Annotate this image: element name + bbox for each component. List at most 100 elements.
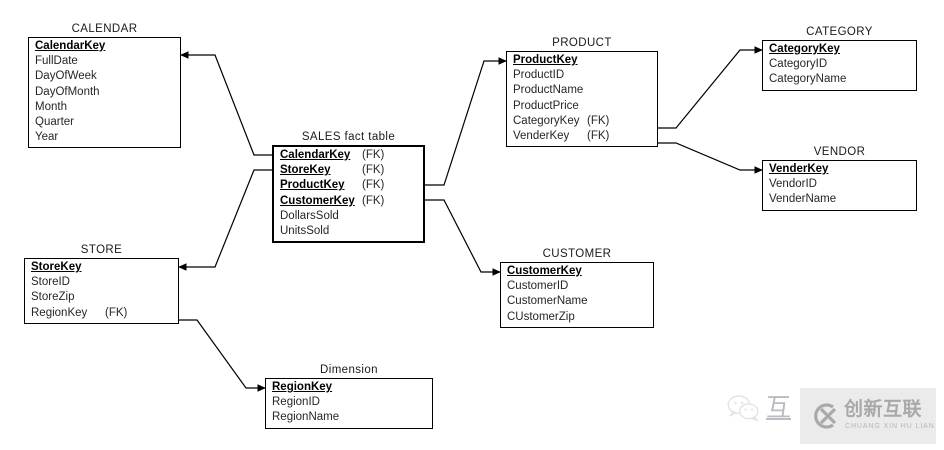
field-row[interactable]: UnitsSold — [274, 224, 423, 239]
field-row[interactable]: RegionKey(FK) — [25, 306, 178, 321]
field-row[interactable]: RegionID — [266, 395, 432, 410]
field-name: VenderName — [769, 193, 837, 206]
field-row[interactable]: VenderKey — [763, 162, 916, 177]
connector-sales-store — [178, 169, 272, 271]
field-row[interactable]: CategoryName — [763, 72, 916, 87]
field-row[interactable]: CategoryID — [763, 57, 916, 72]
field-name: CalendarKey — [35, 40, 106, 52]
field-row[interactable]: CUstomerZip — [501, 310, 653, 325]
field-name: Year — [35, 131, 59, 144]
watermark: 互 创新互联 CHUANG XIN HU LIAN — [726, 388, 936, 444]
field-fk-marker: (FK) — [105, 306, 128, 319]
field-row[interactable]: RegionName — [266, 410, 432, 425]
watermark-brand: 创新互联 — [844, 398, 923, 420]
connector-sales-customer — [425, 199, 501, 276]
entity-title-calendar: CALENDAR — [71, 23, 138, 35]
field-name: StoreKey — [31, 261, 82, 273]
field-fk-marker: (FK) — [362, 164, 385, 177]
watermark-logo: 创新互联 CHUANG XIN HU LIAN — [800, 388, 936, 444]
field-name: StoreKey — [280, 164, 331, 177]
field-name: Quarter — [35, 115, 74, 128]
field-row[interactable]: StoreKey — [25, 260, 178, 275]
entity-title-dimension: Dimension — [320, 364, 378, 376]
watermark-pinyin: CHUANG XIN HU LIAN — [845, 423, 935, 430]
entity-title-store: STORE — [80, 244, 123, 256]
entity-title-category: CATEGORY — [806, 26, 873, 38]
field-name: RegionID — [272, 396, 320, 409]
field-name: CalendarKey — [280, 149, 351, 161]
field-name: Month — [35, 100, 67, 113]
field-row[interactable]: CategoryKey (FK) — [507, 114, 657, 129]
field-row[interactable]: ProductID — [507, 68, 657, 83]
field-row[interactable]: ProductKey — [507, 53, 657, 68]
field-row[interactable]: CalendarKey (FK) — [274, 148, 423, 163]
field-name: CategoryKey — [513, 114, 580, 127]
cx-logo-icon — [814, 403, 837, 429]
entity-fields-sales: CalendarKey(FK)StoreKey(FK)ProductKey(FK… — [272, 145, 425, 244]
field-row[interactable]: CustomerName — [501, 294, 653, 309]
field-name: VendorID — [769, 178, 817, 191]
field-row[interactable]: CalendarKey — [29, 39, 180, 54]
field-fk-marker: (FK) — [587, 129, 610, 142]
field-row[interactable]: Month — [29, 100, 180, 115]
connector-product-vendor — [658, 142, 763, 174]
field-row[interactable]: Quarter — [29, 115, 180, 130]
field-row[interactable]: VenderName — [763, 192, 916, 207]
field-name: UnitsSold — [280, 224, 330, 237]
connector-sales-calendar — [180, 51, 272, 156]
field-row[interactable]: ProductName — [507, 83, 657, 98]
field-row[interactable]: Year — [29, 130, 180, 145]
field-row[interactable]: StoreKey (FK) — [274, 163, 423, 178]
field-row[interactable]: CategoryKey — [763, 42, 916, 57]
field-row[interactable]: DayOfMonth — [29, 85, 180, 100]
field-name: DayOfWeek — [35, 70, 97, 83]
entity-title-product: PRODUCT — [552, 37, 612, 49]
field-row[interactable]: ProductKey(FK) — [274, 178, 423, 193]
field-row[interactable]: StoreZip — [25, 290, 178, 305]
field-fk-marker: (FK) — [362, 194, 385, 207]
field-row[interactable]: CustomerKey(FK) — [274, 194, 423, 209]
field-row[interactable]: StoreID — [25, 275, 178, 290]
field-row[interactable]: DollarsSold — [274, 209, 423, 224]
field-name: DollarsSold — [280, 209, 339, 222]
connector-product-category — [658, 46, 763, 129]
field-name: CustomerID — [507, 280, 569, 293]
field-row[interactable]: DayOfWeek — [29, 69, 180, 84]
field-row[interactable]: RegionKey — [266, 380, 432, 395]
field-fk-marker: (FK) — [362, 149, 385, 161]
field-row[interactable]: ProductPrice — [507, 99, 657, 114]
field-name: RegionKey — [272, 381, 333, 393]
field-name: ProductKey — [513, 54, 578, 66]
field-row[interactable]: VenderKey (FK) — [507, 129, 657, 144]
field-name: CUstomerZip — [507, 310, 575, 323]
field-row[interactable]: CustomerID — [501, 279, 653, 294]
field-name: FullDate — [35, 55, 78, 68]
field-name: ProductID — [513, 69, 565, 82]
field-name: ProductKey — [280, 179, 345, 192]
entity-title-vendor: VENDOR — [813, 146, 866, 158]
field-name: ProductName — [513, 84, 584, 97]
field-fk-marker: (FK) — [587, 114, 610, 127]
field-name: VenderKey — [513, 129, 570, 142]
field-row[interactable]: FullDate — [29, 54, 180, 69]
field-row[interactable]: VendorID — [763, 177, 916, 192]
field-name: RegionName — [272, 411, 340, 424]
field-row[interactable]: CustomerKey — [501, 264, 653, 279]
field-name: ProductPrice — [513, 99, 579, 112]
